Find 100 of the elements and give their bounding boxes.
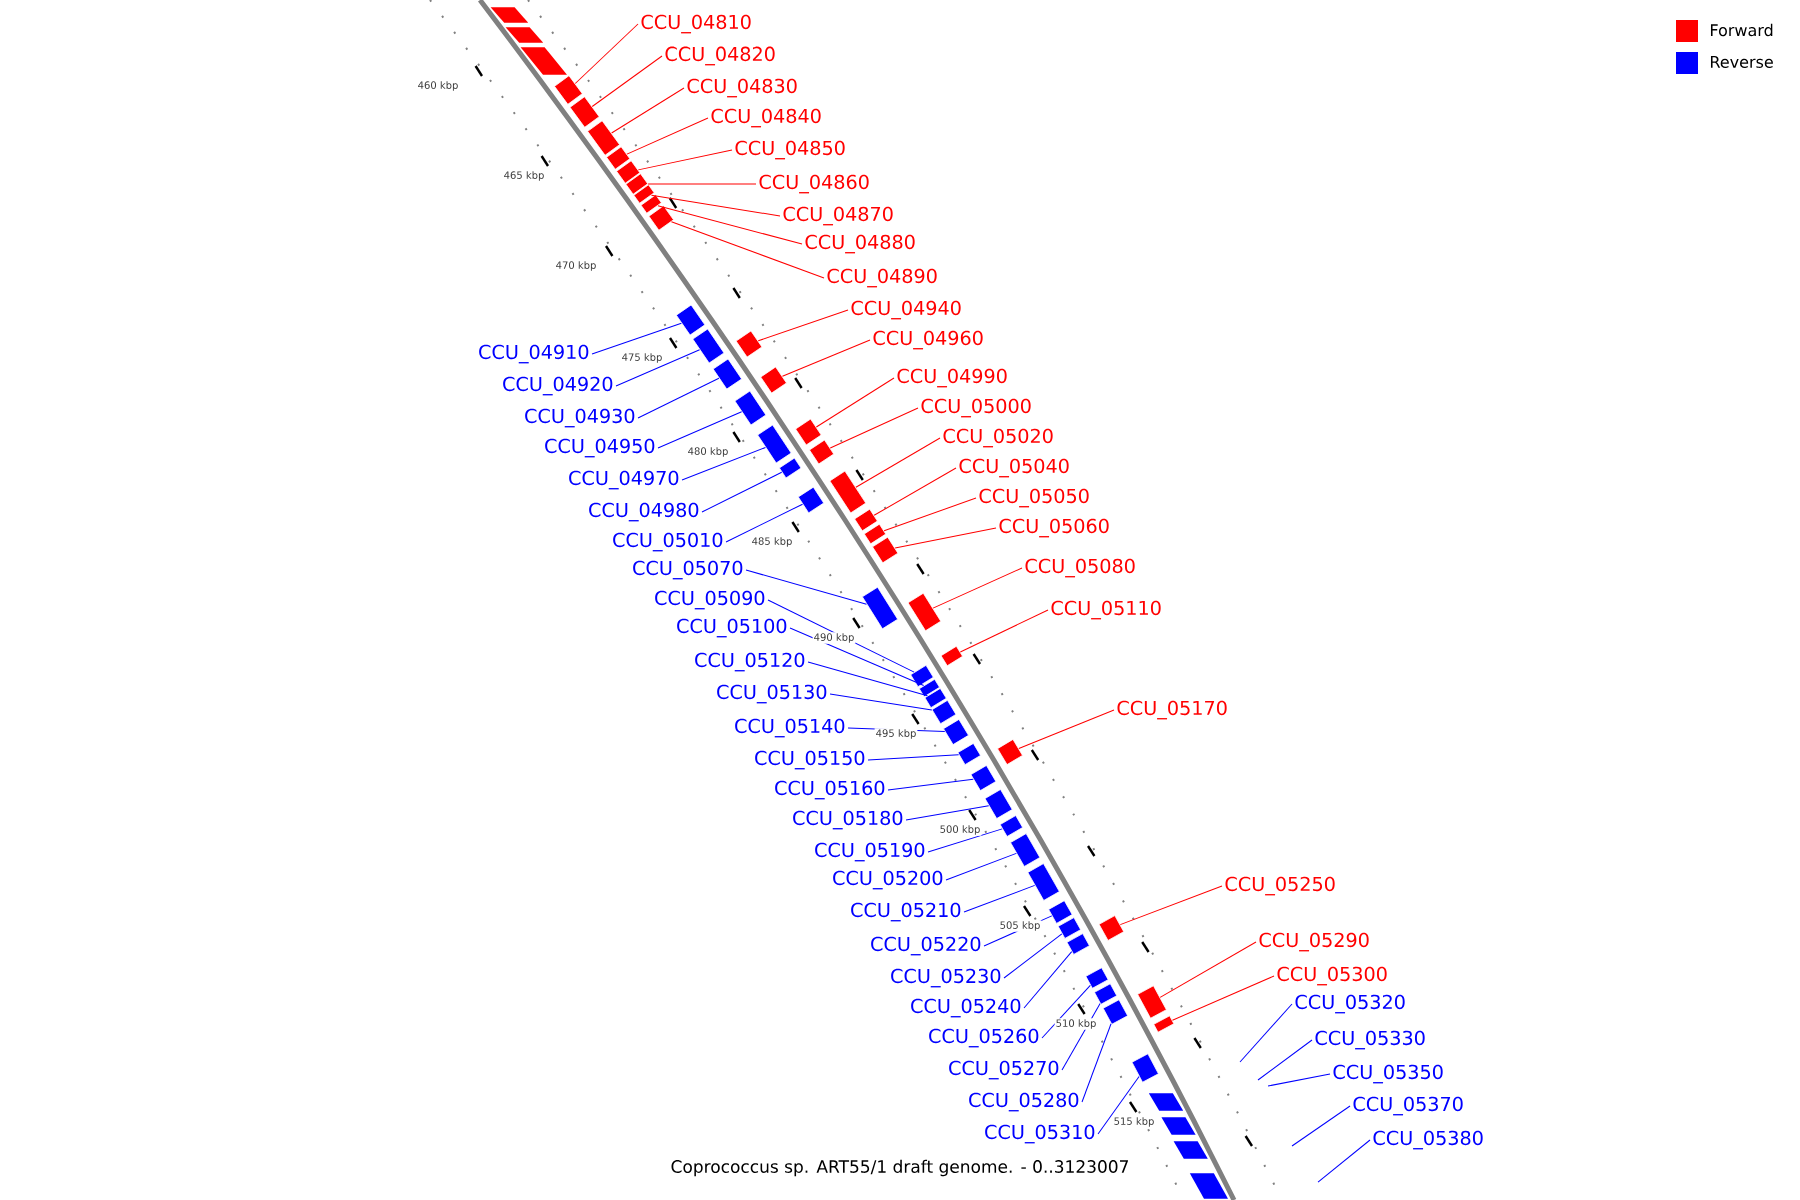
gene-block (757, 424, 792, 464)
gene-label: CCU_05370 (1353, 1096, 1463, 1116)
gene-block (861, 586, 899, 630)
gene-block (587, 120, 620, 156)
gene-label: CCU_05060 (999, 518, 1109, 538)
leader-line (650, 194, 781, 217)
gene-label: CCU_05310 (985, 1124, 1095, 1144)
gene-label: CCU_05270 (949, 1060, 1059, 1080)
gene-block (1057, 917, 1082, 939)
gene-block (616, 160, 641, 184)
leader-line (815, 377, 895, 428)
leader-line (1291, 1105, 1351, 1147)
leader-line (1041, 984, 1091, 1039)
leader-line (887, 778, 974, 791)
leader-line (1097, 1076, 1140, 1135)
gene-label: CCU_05300 (1277, 966, 1387, 986)
gene-block (931, 699, 957, 725)
leader-line (983, 915, 1053, 947)
gene-block (997, 739, 1023, 765)
gene-block (569, 96, 600, 128)
leader-line (829, 407, 919, 449)
legend-label: Reverse (1711, 56, 1773, 68)
gene-label: CCU_05120 (695, 652, 805, 672)
gene-label: CCU_04950 (545, 438, 655, 458)
gene-block (863, 523, 887, 545)
legend-label: Forward (1711, 23, 1773, 37)
leader-line (1159, 941, 1257, 998)
gene-label: CCU_05080 (1025, 558, 1135, 578)
gene-block (1027, 863, 1060, 901)
leader-line (927, 828, 1003, 853)
gene-block (918, 678, 940, 698)
gene-label: CCU_05070 (633, 560, 743, 580)
gene-block (712, 358, 743, 390)
leader-line (1023, 951, 1073, 1009)
gene-label: CCU_05160 (775, 780, 885, 800)
gene-label: CCU_05140 (735, 718, 845, 738)
gene-label: CCU_04830 (687, 78, 797, 98)
gene-block (625, 173, 649, 195)
leader-line (873, 467, 957, 516)
gene-block (795, 418, 822, 446)
gene-label: CCU_04850 (735, 140, 845, 160)
leader-line (701, 471, 783, 513)
gene-block (829, 470, 867, 514)
leader-line (1239, 1003, 1293, 1063)
gene-label: CCU_04910 (479, 344, 589, 364)
gene-label: CCU_05090 (655, 590, 765, 610)
leader-line (1317, 1139, 1371, 1183)
gene-block (633, 184, 655, 204)
gene-label: CCU_05240 (911, 998, 1021, 1018)
leader-line (867, 754, 960, 761)
leader-line (1257, 1039, 1313, 1081)
gene-label: CCU_04810 (641, 14, 751, 34)
gene-label: CCU_04920 (503, 376, 613, 396)
gene-label: CCU_04860 (759, 174, 869, 194)
gene-label: CCU_04870 (783, 206, 893, 226)
gene-block (872, 536, 899, 564)
leader-line (894, 527, 997, 549)
gene-block (1048, 900, 1073, 924)
gene-label: CCU_04960 (873, 330, 983, 350)
leader-line (959, 609, 1049, 653)
leader-line (637, 149, 733, 171)
leader-line (847, 727, 946, 733)
gene-label: CCU_05100 (677, 618, 787, 638)
gene-block (1131, 1053, 1159, 1083)
gene-label: CCU_05190 (815, 842, 925, 862)
gene-label: CCU_05170 (1117, 700, 1227, 720)
gene-block (943, 719, 969, 745)
gene-block (797, 486, 825, 514)
leader-line (615, 349, 701, 387)
leader-line (767, 599, 915, 673)
gene-label: CCU_04980 (589, 502, 699, 522)
gene-block (910, 664, 934, 688)
leader-line (637, 377, 720, 419)
leader-line (883, 497, 977, 532)
leader-line (591, 322, 682, 355)
gene-block (1153, 1015, 1175, 1033)
gene-label: CCU_05350 (1333, 1064, 1443, 1084)
gene-label: CCU_05290 (1259, 932, 1369, 952)
leader-line (945, 852, 1017, 881)
gene-block (1010, 833, 1041, 867)
gene-label: CCU_04970 (569, 470, 679, 490)
gene-block (779, 457, 802, 479)
gene-block (692, 328, 725, 364)
gene-label: CCU_05330 (1315, 1030, 1425, 1050)
leader-line (657, 411, 743, 449)
leader-line (657, 205, 803, 245)
leader-line (611, 87, 685, 134)
gene-label: CCU_05020 (943, 428, 1053, 448)
gene-block (907, 592, 942, 632)
leader-line (855, 437, 941, 488)
gene-block (854, 508, 878, 532)
gene-block (1098, 915, 1125, 941)
gene-block (1085, 967, 1109, 989)
gene-block (675, 304, 706, 336)
gene-label: CCU_05000 (921, 398, 1031, 418)
leader-line (807, 661, 928, 697)
gene-block (648, 205, 674, 231)
leader-line (626, 117, 709, 155)
gene-label: CCU_05180 (793, 810, 903, 830)
gene-block (554, 75, 583, 105)
